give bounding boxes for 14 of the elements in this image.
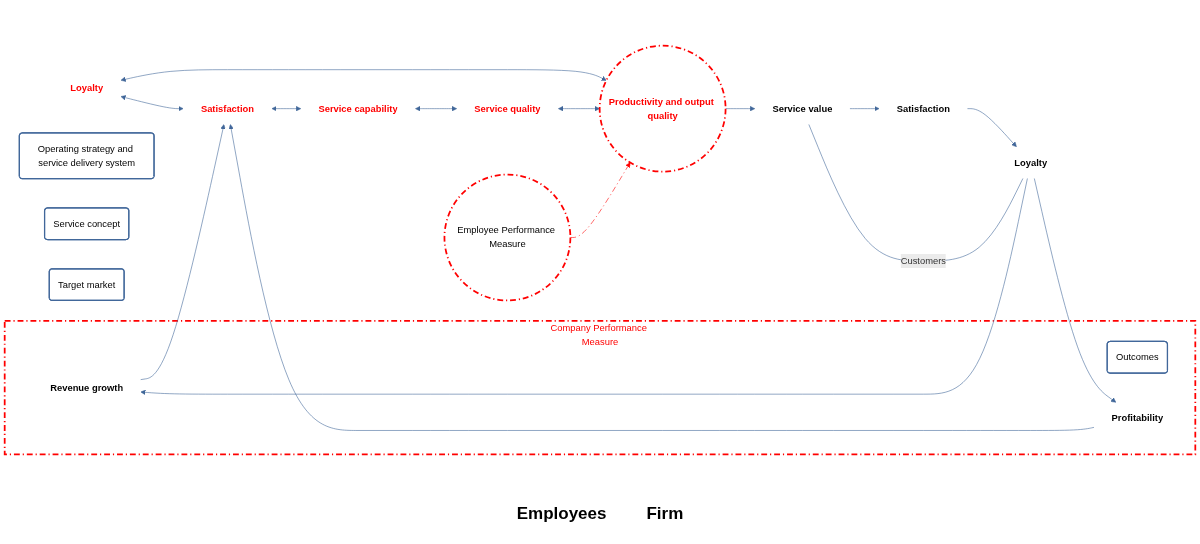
node-circle: Productivity and output quality (598, 44, 727, 173)
node-text: Service capability (318, 103, 398, 114)
diagram-label: Employees (516, 504, 607, 524)
diagram-label: Firm (646, 504, 684, 524)
node-text: Satisfaction (896, 103, 950, 114)
node-text: Service quality (474, 103, 541, 114)
node-circle: Employee Performance Measure (443, 173, 572, 302)
node-text: Loyalty (1014, 157, 1048, 168)
node-text: Service value (772, 103, 833, 114)
node-text: Profitability (1111, 412, 1164, 423)
node-text: Satisfaction (200, 103, 255, 114)
node-text: Loyalty (70, 82, 104, 93)
node-text: Revenue growth (50, 382, 124, 393)
edge-label: Customers (900, 255, 946, 266)
